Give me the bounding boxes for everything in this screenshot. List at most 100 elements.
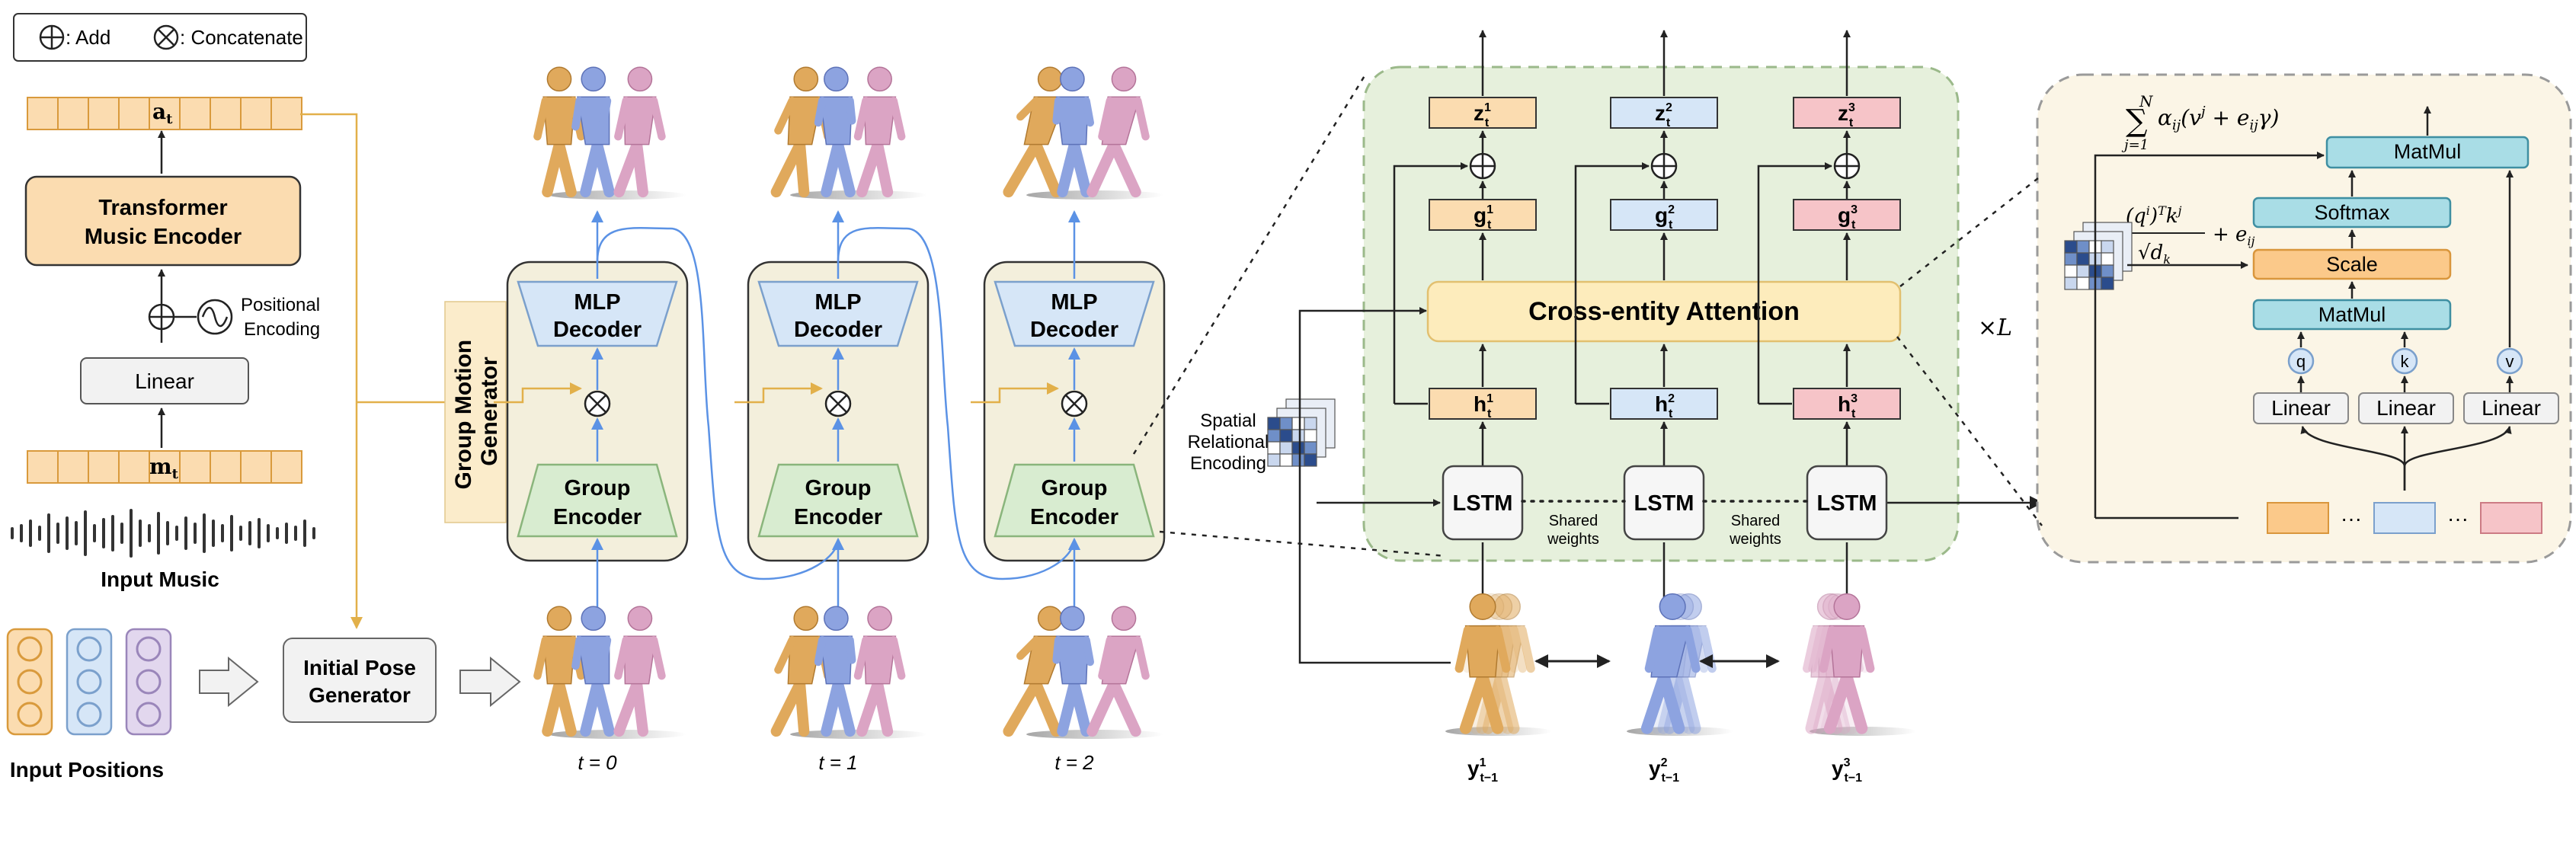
mlp-label-1: MLP [1051,290,1097,315]
matmul-lower-label: MatMul [2318,303,2386,326]
scale-label: Scale [2326,253,2378,276]
mlp-decoder [994,280,1155,347]
hollow-arrow-2 [459,656,521,708]
legend-box: : Add : Concatenate [13,13,307,62]
dancer-figure [1640,593,1701,734]
lstm-cell [1442,465,1524,541]
svg-text:v: v [2506,352,2514,371]
lstm-label: LSTM [1817,491,1877,516]
legend-add-label: : Add [66,26,110,49]
group-enc-label-2: Encoder [794,505,882,529]
linear-v-label: Linear [2482,396,2541,420]
shared-label-1: Shared [1731,513,1781,529]
cube-cell [1267,429,1281,443]
strip-cell [57,97,89,130]
group-encoder [994,463,1155,538]
concat-node [1061,390,1088,417]
input-dancers-bottom [533,606,686,739]
scale-box [2252,248,2452,280]
concat-node [824,390,852,417]
lstm-label: LSTM [1634,491,1694,516]
dancer-figure [533,66,585,198]
group-enc-label-1: Group [1042,476,1108,500]
mlp-label-2: Decoder [553,318,642,342]
token-pink [2480,502,2542,534]
cube-cell [1304,441,1317,455]
dancer-figure [770,66,832,198]
svg-text:k: k [2401,352,2410,371]
concat-node [584,390,611,417]
h-box [1610,388,1718,420]
spatial-relational-cube-icon [1267,398,1336,467]
mlp-label-2: Decoder [1030,318,1118,342]
dancer-figure [1086,606,1150,737]
cube-cell [1279,453,1293,467]
cube-cell [1291,417,1305,430]
group-enc-label-2: Encoder [1030,505,1118,529]
svg-text:(qi)Tkj: (qi)Tkj [2126,203,2182,228]
scaled-score-formula: (qi)Tkj √dk + eij [2124,203,2255,267]
v-node: v [2496,347,2523,375]
input-dancers-bottom [770,606,927,739]
output-dancers-top [1003,66,1163,200]
group-enc-label-1: Group [805,476,872,500]
output-dancers-top [533,66,686,200]
cube-cell [1267,417,1281,430]
strip-cell [27,450,59,484]
cube-cell [2076,240,2090,254]
hollow-arrow-1 [199,656,259,708]
g-box [1610,199,1718,231]
strip-cell [270,97,302,130]
initial-pose-label-2: Generator [309,683,411,707]
positional-label-1: Positional [241,295,320,315]
matmul-top [2325,136,2530,169]
cube-cell [2101,277,2114,290]
strip-cell [88,450,120,484]
group-motion-generator-tab [444,301,507,523]
g-box [1793,199,1901,231]
lstm-cell [1623,465,1705,541]
spatial-label-2: Relational [1188,432,1269,452]
mlp-decoder [517,280,678,347]
cube-cell [2064,252,2078,266]
strip-cell [210,450,242,484]
input-position-card-orange [6,628,53,736]
linear-left [80,357,249,404]
cube-cell [1279,441,1293,455]
z-box [1793,97,1901,129]
softmax-label: Softmax [2314,201,2390,224]
strip-cell [240,450,272,484]
shared-label-2: weights [1547,531,1599,548]
linear-q-label: Linear [2271,396,2331,420]
residual-add-node [1469,152,1496,180]
transformer-label-1: Transformer [98,196,227,220]
shared-label-2: weights [1729,531,1781,548]
linear-v [2463,392,2559,424]
group-encoder [757,463,919,538]
initial-pose-label-1: Initial Pose [303,656,416,679]
linear-k-label: Linear [2376,396,2436,420]
spatial-label-1: Spatial [1200,411,1256,431]
sine-wave-icon [197,299,233,335]
matmul-lower [2252,299,2452,331]
m-t-label: mt [149,454,179,482]
cube-cell [1267,441,1281,455]
entity-person [1803,593,1916,736]
mlp-label-1: MLP [814,290,861,315]
input-dancers-bottom [1003,606,1163,739]
time-label: t = 0 [578,751,617,774]
dancer-figure [853,606,906,737]
cube-cell [2076,252,2090,266]
cube-cell [2101,240,2114,254]
cube-cell [2076,264,2090,278]
output-dancers-top [770,66,927,200]
residual-add-node [1650,152,1678,180]
